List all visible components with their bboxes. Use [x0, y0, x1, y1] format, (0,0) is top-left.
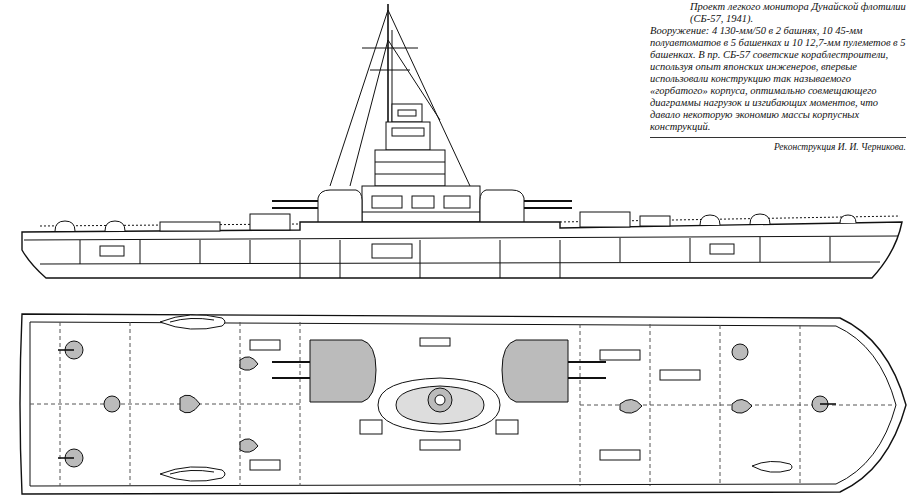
plan-view-part: [732, 399, 752, 413]
side-elevation-part: [340, 240, 341, 278]
side-elevation-part: [386, 122, 430, 150]
plan-view: [20, 314, 906, 494]
plan-view-part: [310, 340, 376, 402]
side-elevation-part: [362, 186, 480, 222]
plan-view-part: [568, 361, 606, 363]
side-elevation-part: [580, 212, 630, 227]
side-elevation-part: [750, 214, 770, 224]
plan-view-part: [160, 315, 225, 329]
side-elevation-part: [372, 244, 412, 258]
side-elevation-part: [250, 214, 290, 230]
plan-view-part: [170, 318, 214, 322]
plan-view-part: [272, 377, 310, 379]
side-elevation-part: [140, 240, 141, 264]
side-elevation-part: [375, 162, 445, 163]
side-elevation-part: [392, 104, 422, 122]
plan-view-part: [502, 340, 568, 402]
side-elevation-part: [620, 238, 621, 262]
plan-view-part: [732, 344, 748, 360]
side-elevation-part: [300, 240, 301, 278]
plan-view-part: [240, 439, 258, 452]
plan-view-part: [30, 322, 896, 486]
side-elevation-part: [362, 48, 418, 49]
plan-view-part: [20, 314, 906, 494]
plan-view-part: [378, 378, 500, 432]
plan-view-part: [568, 377, 606, 379]
side-elevation-part: [830, 237, 831, 262]
plan-view-part: [170, 470, 214, 474]
side-elevation-part: [375, 150, 445, 186]
plan-view-part: [600, 450, 640, 460]
plan-view-part: [58, 457, 74, 459]
plan-view-part: [240, 357, 258, 370]
side-elevation-part: [55, 221, 75, 231]
credit-note: Реконструкция И. И. Черникова.: [650, 137, 906, 153]
side-elevation-part: [200, 240, 201, 264]
side-elevation-part: [272, 207, 318, 209]
plan-view-part: [396, 386, 484, 424]
side-elevation-part: [100, 246, 124, 256]
side-elevation-part: [105, 221, 125, 231]
side-elevation-part: [370, 70, 410, 71]
plan-view-part: [250, 340, 280, 350]
plan-view-part: [30, 322, 896, 486]
side-elevation-part: [318, 190, 362, 223]
side-elevation-part: [480, 190, 524, 223]
side-elevation-part: [760, 237, 761, 262]
side-elevation-part: [840, 215, 856, 223]
side-elevation-part: [524, 207, 572, 209]
side-elevation-part: [362, 212, 480, 213]
plan-view-part: [250, 460, 280, 470]
side-elevation-part: [272, 200, 318, 202]
plan-view-part: [360, 420, 382, 434]
side-elevation-part: [690, 238, 691, 262]
plan-view-part: [58, 349, 74, 351]
plan-view-part: [496, 420, 518, 434]
plan-view-part: [272, 361, 310, 363]
side-elevation-part: [412, 196, 434, 208]
plan-view-part: [820, 403, 836, 405]
side-elevation-part: [500, 240, 501, 278]
side-elevation-part: [640, 216, 670, 226]
side-elevation-part: [375, 174, 445, 175]
text-block: Проект легкого монитора Дунайской флотил…: [650, 1, 908, 133]
side-elevation-part: [392, 128, 424, 136]
plan-view-part: [435, 395, 445, 405]
side-elevation-part: [560, 240, 561, 278]
side-elevation-part: [710, 244, 734, 254]
plan-view-part: [160, 467, 225, 481]
side-elevation-part: [524, 200, 572, 202]
side-elevation-part: [40, 262, 880, 264]
side-elevation-part: [24, 236, 898, 240]
side-elevation-part: [398, 110, 416, 116]
side-elevation-part: [700, 215, 720, 225]
plan-view-part: [104, 396, 120, 412]
plan-view-part: [660, 370, 700, 380]
plan-view-part: [420, 440, 460, 450]
side-elevation-part: [250, 240, 251, 264]
drawing-title: Проект легкого монитора Дунайской флотил…: [650, 1, 908, 25]
side-elevation-part: [160, 222, 220, 231]
side-elevation-part: [22, 222, 902, 278]
side-elevation-part: [372, 196, 402, 208]
drawing-caption: Вооружение: 4 130-мм/50 в 2 башнях, 10 4…: [650, 25, 908, 133]
plan-view-part: [428, 388, 452, 412]
plan-view-part: [600, 350, 640, 360]
plan-view-part: [752, 461, 792, 472]
side-elevation-part: [444, 196, 470, 208]
plan-view-part: [620, 399, 642, 413]
plan-view-part: [420, 338, 450, 346]
side-elevation-part: [420, 240, 421, 278]
plan-view-part-part: [30, 404, 300, 405]
plan-view-part: [180, 395, 200, 413]
side-elevation-part: [80, 240, 81, 264]
